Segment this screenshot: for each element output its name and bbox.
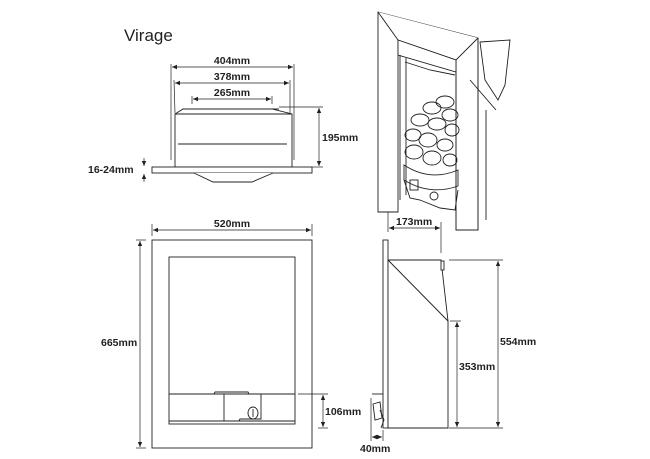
front-opening — [168, 256, 296, 425]
coal-bed — [403, 95, 460, 211]
side-view: 173mm 40mm 554mm 353mm — [360, 216, 536, 455]
dim-label-195: 195mm — [322, 132, 358, 144]
top-view-lower-box — [193, 172, 274, 183]
control-knob — [247, 406, 259, 420]
perspective-view — [377, 11, 511, 232]
dim-label-554: 554mm — [500, 336, 536, 348]
dim-label-665: 665mm — [101, 337, 137, 349]
side-control-knob — [372, 401, 383, 421]
front-view: 520mm 665mm 106mm — [101, 218, 361, 449]
dim-label-378: 378mm — [214, 71, 250, 83]
side-body — [387, 259, 449, 429]
top-view: 404mm 378mm 265mm 195mm 16-24mm — [88, 55, 358, 183]
dim-label-353: 353mm — [459, 361, 495, 373]
dim-label-106: 106mm — [325, 406, 361, 418]
top-view-body — [174, 108, 293, 168]
dim-label-265: 265mm — [214, 87, 250, 99]
dim-label-flange: 16-24mm — [88, 164, 134, 176]
product-title: Virage — [124, 26, 173, 45]
top-view-flange — [151, 166, 313, 174]
dim-label-404: 404mm — [214, 55, 250, 67]
side-frame — [382, 239, 389, 429]
dim-label-520: 520mm — [214, 218, 250, 230]
dim-label-173: 173mm — [396, 216, 432, 228]
dim-label-40: 40mm — [360, 443, 390, 455]
